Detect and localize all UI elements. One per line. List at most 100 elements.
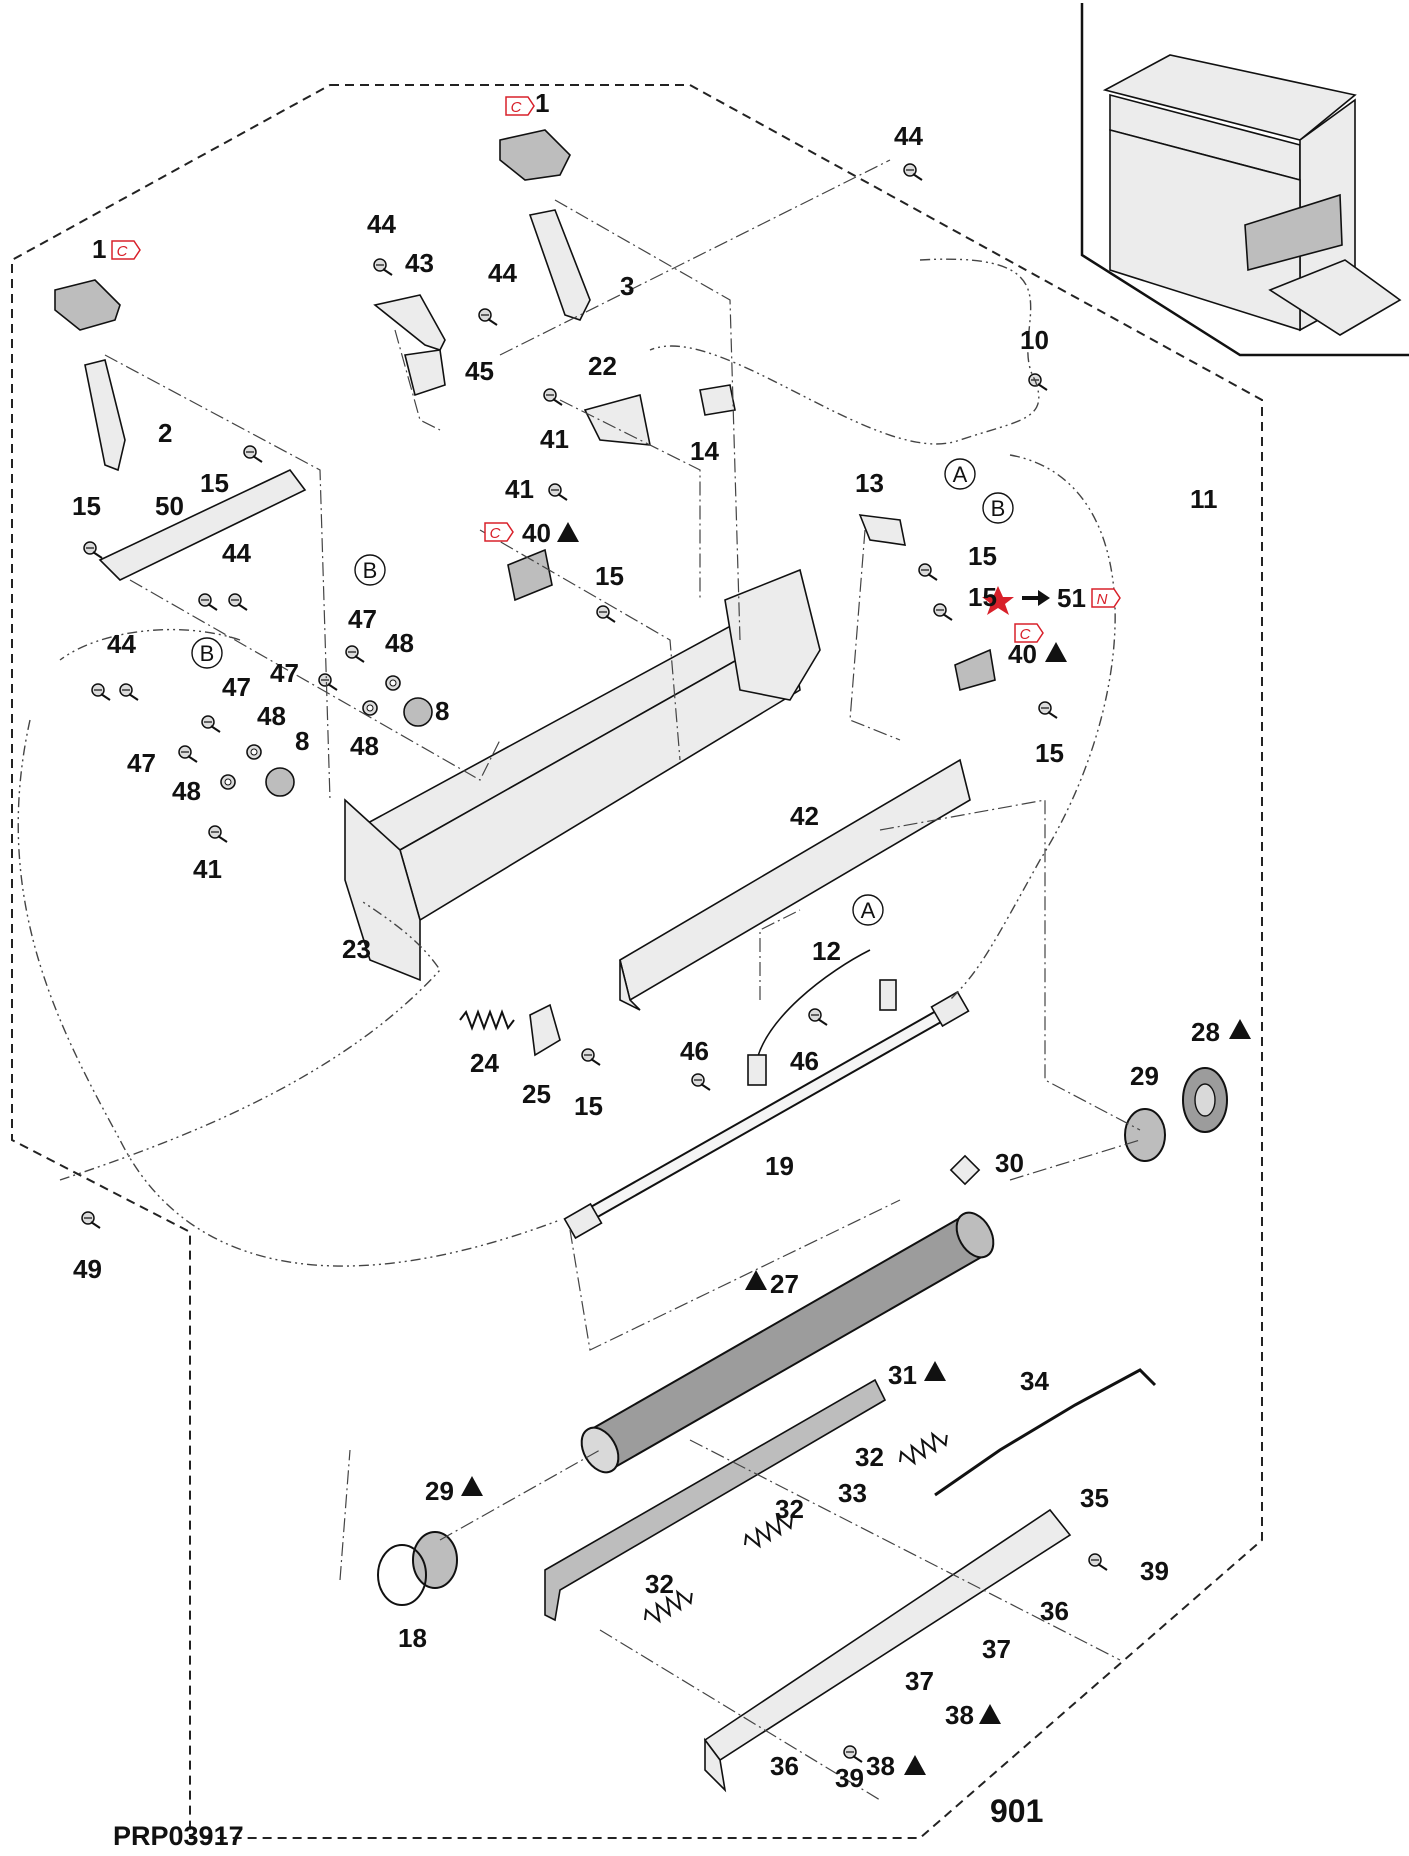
bracket-50 (98, 468, 307, 581)
bracket-45 (404, 349, 446, 397)
callout-41: 41 (505, 474, 534, 504)
callout-47: 47 (127, 748, 156, 778)
callout-35: 35 (1080, 1483, 1109, 1513)
screw-41-b (548, 483, 568, 501)
callout-32: 32 (855, 1442, 884, 1472)
callout-28: 28 (1191, 1017, 1220, 1047)
triangle-icon (1045, 642, 1067, 662)
callout-48: 48 (172, 776, 201, 806)
screw-46-a (808, 1008, 828, 1026)
callout-13: 13 (855, 468, 884, 498)
triangle-icon (979, 1704, 1001, 1724)
callout-47: 47 (348, 604, 377, 634)
callout-44: 44 (222, 538, 251, 568)
callout-15: 15 (1035, 738, 1064, 768)
callout-15: 15 (968, 541, 997, 571)
callout-25: 25 (522, 1079, 551, 1109)
callout-19: 19 (765, 1151, 794, 1181)
changed-tag-40-left: C (484, 522, 514, 542)
screw-44-mid (478, 308, 498, 326)
callout-37: 37 (982, 1634, 1011, 1664)
guide-part-2 (84, 359, 126, 472)
star-icon (982, 586, 1014, 615)
changed-tag-1-left: C (111, 240, 141, 260)
callout-15: 15 (72, 491, 101, 521)
callout-42: 42 (790, 801, 819, 831)
assembly-guide-lines (104, 159, 1141, 1801)
callout-38: 38 (945, 1700, 974, 1730)
callout-8: 8 (435, 696, 449, 726)
washer-48-d (220, 774, 236, 790)
callout-40: 40 (522, 518, 551, 548)
callout-44: 44 (488, 258, 517, 288)
changed-tag-text: C (1020, 626, 1031, 643)
callout-48: 48 (350, 731, 379, 761)
callout-36: 36 (770, 1751, 799, 1781)
sensor-14 (699, 384, 736, 416)
screw-15-a (243, 445, 263, 463)
changed-tag-text: C (490, 525, 501, 542)
callout-30: 30 (995, 1148, 1024, 1178)
connector-a-label: A (953, 462, 968, 487)
connector-b-upper: B (354, 554, 386, 586)
screw-44-top (903, 163, 923, 181)
screw-41-a (543, 388, 563, 406)
screw-41-c (208, 825, 228, 843)
callout-15: 15 (200, 468, 229, 498)
callout-44: 44 (107, 629, 136, 659)
callout-14: 14 (690, 436, 719, 466)
assembly-boundary (11, 84, 1263, 1839)
callout-41: 41 (193, 854, 222, 884)
screw-15-b (83, 541, 103, 559)
callout-15: 15 (968, 582, 997, 612)
spring-24 (459, 1011, 515, 1029)
new-tag-text: N (1097, 591, 1108, 608)
part-30 (949, 1154, 981, 1186)
screw-39-a (1088, 1553, 1108, 1571)
callout-18: 18 (398, 1623, 427, 1653)
callout-51: 51 (1057, 583, 1086, 613)
callout-29: 29 (1130, 1061, 1159, 1091)
diagram-code: PRP03917 (113, 1821, 244, 1851)
washer-48-b (362, 700, 378, 716)
callout-50: 50 (155, 491, 184, 521)
bearing-29-left (412, 1531, 458, 1589)
callout-39: 39 (1140, 1556, 1169, 1586)
washer-48-c (246, 744, 262, 760)
screw-10 (1028, 373, 1048, 391)
callout-27: 27 (770, 1269, 799, 1299)
plate-40-left (507, 548, 553, 602)
guide-part-3 (528, 209, 591, 321)
callout-37: 37 (905, 1666, 934, 1696)
bracket-13 (858, 514, 907, 546)
callout-12: 12 (812, 936, 841, 966)
changed-tag-1-right: C (505, 96, 535, 116)
callout-1: 1 (92, 234, 106, 264)
callout-29: 29 (425, 1476, 454, 1506)
lever-34 (934, 1368, 1157, 1497)
callout-32: 32 (645, 1569, 674, 1599)
screw-46-b (691, 1073, 711, 1091)
bracket-43 (373, 294, 446, 351)
new-tag-51: N (1091, 588, 1121, 608)
callout-3: 3 (620, 271, 634, 301)
connector-b-lower: B (191, 637, 223, 669)
callout-49: 49 (73, 1254, 102, 1284)
callout-39: 39 (835, 1763, 864, 1793)
screw-44-left (373, 258, 393, 276)
screw-15-c (596, 605, 616, 623)
screw-15-e (933, 603, 953, 621)
callout-46: 46 (790, 1046, 819, 1076)
connector-a-label: A (861, 898, 876, 923)
triangle-icon (461, 1476, 483, 1496)
connector-b-top: B (982, 492, 1014, 524)
screw-44-b1 (198, 593, 218, 611)
thermostat-8-lower (265, 767, 295, 797)
screw-47-c (201, 715, 221, 733)
cover-part-1-right (499, 129, 571, 181)
callout-24: 24 (470, 1048, 499, 1078)
triangle-icon (1229, 1019, 1251, 1039)
callout-31: 31 (888, 1360, 917, 1390)
separator-plate-31 (544, 1378, 887, 1622)
